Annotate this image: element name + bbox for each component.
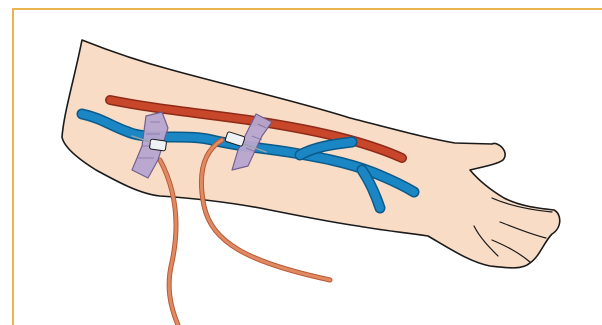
arm-iv-illustration [0, 0, 602, 325]
